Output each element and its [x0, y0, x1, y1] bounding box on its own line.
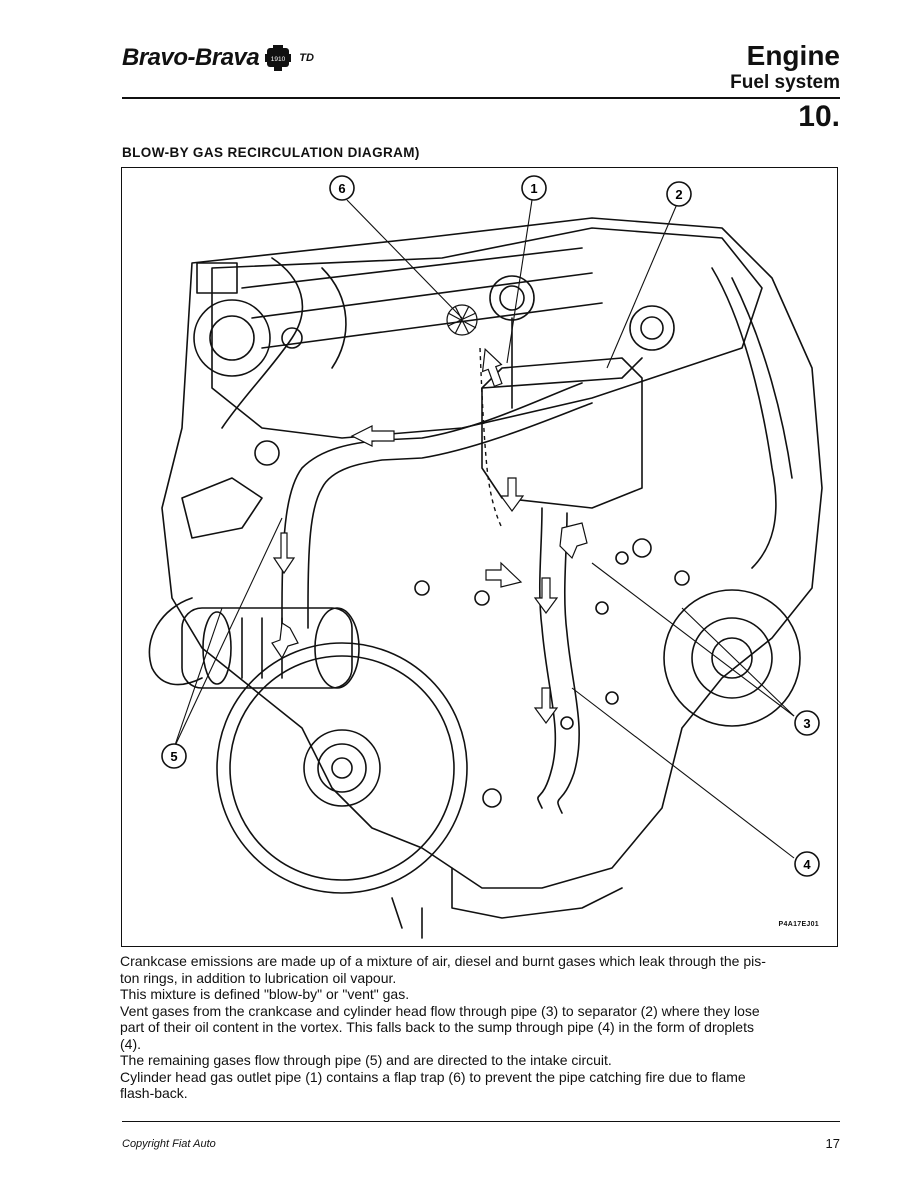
- body-line: flash-back.: [120, 1085, 188, 1101]
- body-line: Vent gases from the crankcase and cylind…: [120, 1002, 760, 1019]
- body-line: ton rings, in addition to lubrication oi…: [120, 969, 397, 986]
- callout-5: 5: [161, 743, 187, 769]
- section-title: Engine: [746, 40, 840, 71]
- callout-2: 2: [666, 181, 692, 207]
- footer-rule: [122, 1121, 840, 1122]
- callout-4-label: 4: [803, 857, 811, 872]
- engine-diagram: 6 1 2 3 4 5 P4A17EJ01: [121, 167, 838, 947]
- figure-title: BLOW-BY GAS RECIRCULATION DIAGRAM): [122, 145, 420, 160]
- header-section: Engine Fuel system: [730, 40, 840, 94]
- body-line: The remaining gases flow through pipe (5…: [120, 1052, 612, 1068]
- callout-5-label: 5: [170, 749, 177, 764]
- body-line: part of their oil content in the vortex.…: [120, 1019, 754, 1035]
- page-number: 17: [825, 1136, 840, 1151]
- engine-illustration: 6 1 2 3 4 5: [148, 175, 823, 939]
- callout-3: 3: [794, 710, 820, 736]
- copyright: Copyright Fiat Auto: [122, 1138, 216, 1150]
- engine-icon: 1910: [265, 45, 292, 71]
- body-text: Crankcase emissions are made up of a mix…: [120, 953, 842, 1102]
- header-brand: Bravo-Brava 1910 TD: [122, 44, 314, 72]
- callout-4: 4: [794, 851, 820, 877]
- callout-6-label: 6: [338, 181, 345, 196]
- callout-3-label: 3: [803, 716, 810, 731]
- callout-1-label: 1: [530, 181, 537, 196]
- body-line: Cylinder head gas outlet pipe (1) contai…: [120, 1068, 746, 1085]
- brand-title: Bravo-Brava: [122, 44, 260, 71]
- callout-1: 1: [521, 175, 547, 201]
- callout-2-label: 2: [675, 187, 682, 202]
- body-line: (4).: [120, 1035, 141, 1052]
- section-number: 10.: [798, 100, 840, 133]
- badge-text: 1910: [271, 56, 286, 63]
- subsection-title: Fuel system: [730, 72, 840, 93]
- figure-code: P4A17EJ01: [778, 921, 819, 928]
- header-rule: [122, 97, 840, 99]
- variant-label: TD: [299, 52, 314, 64]
- callout-6: 6: [329, 175, 355, 201]
- body-line: This mixture is defined "blow-by" or "ve…: [120, 986, 410, 1002]
- body-line: Crankcase emissions are made up of a mix…: [120, 953, 766, 969]
